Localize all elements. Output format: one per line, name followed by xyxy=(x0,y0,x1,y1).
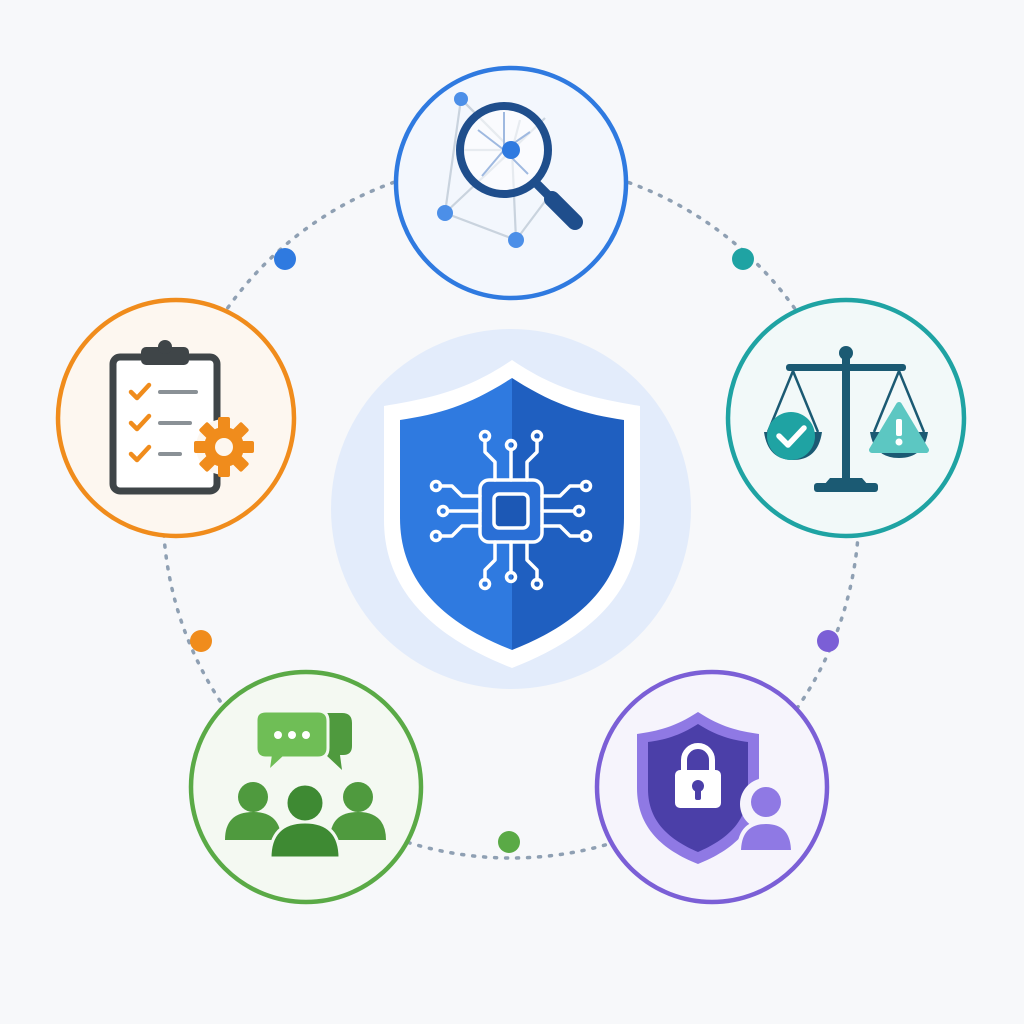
shield-chip-icon xyxy=(384,360,640,668)
connector-dot-blue xyxy=(274,248,296,270)
center-hub xyxy=(331,329,691,689)
node-privacy xyxy=(594,669,830,905)
connector-dot-orange xyxy=(190,630,212,652)
balance-scale-icon xyxy=(764,346,929,492)
magnifier-network-icon xyxy=(437,92,583,248)
node-transparency xyxy=(393,65,629,301)
connector-dot-teal xyxy=(732,248,754,270)
people-chat-icon xyxy=(225,709,386,860)
node-fairness xyxy=(725,297,967,539)
connector-dot-green xyxy=(498,831,520,853)
node-collaboration xyxy=(188,669,424,905)
clipboard-gear-icon xyxy=(109,340,254,495)
shield-lock-user-icon xyxy=(637,712,796,864)
node-governance xyxy=(55,297,297,539)
connector-dot-purple xyxy=(817,630,839,652)
